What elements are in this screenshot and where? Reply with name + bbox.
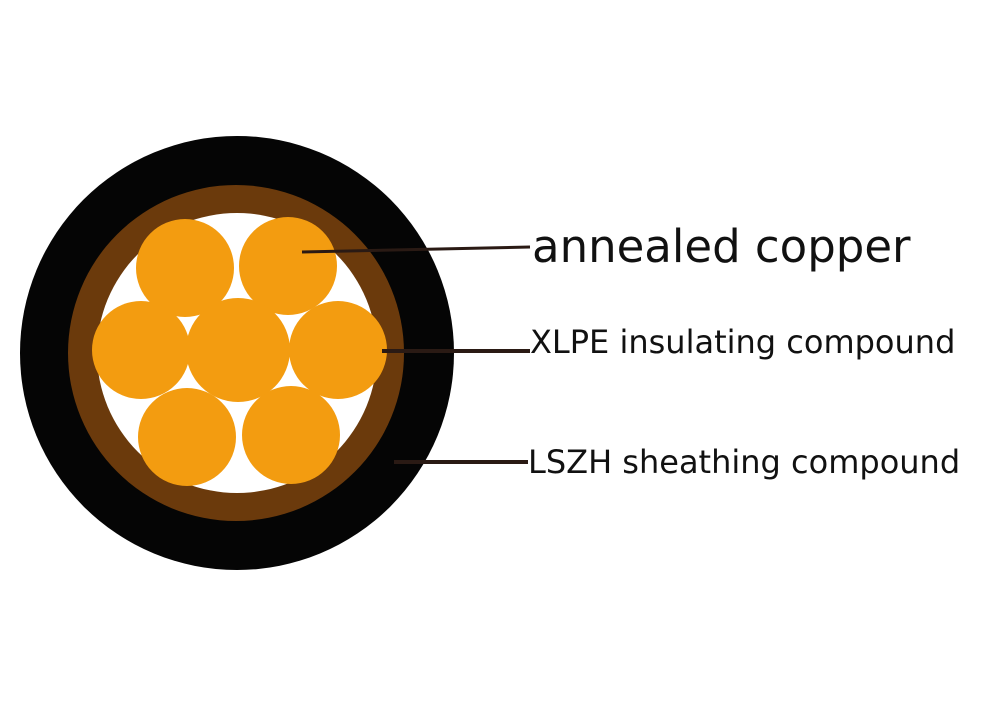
copper-strand-center: [186, 298, 290, 402]
copper-strand: [239, 217, 337, 315]
copper-strand: [289, 301, 387, 399]
label-xlpe-insulating-compound: XLPE insulating compound: [530, 323, 956, 361]
copper-strand: [92, 301, 190, 399]
label-lszh-sheathing-compound: LSZH sheathing compound: [528, 443, 961, 481]
label-annealed-copper: annealed copper: [532, 220, 911, 273]
leader-line-copper: [301, 245, 531, 254]
copper-strand: [242, 386, 340, 484]
copper-strand: [136, 219, 234, 317]
copper-strand: [138, 388, 236, 486]
copper-strands: [92, 217, 387, 486]
